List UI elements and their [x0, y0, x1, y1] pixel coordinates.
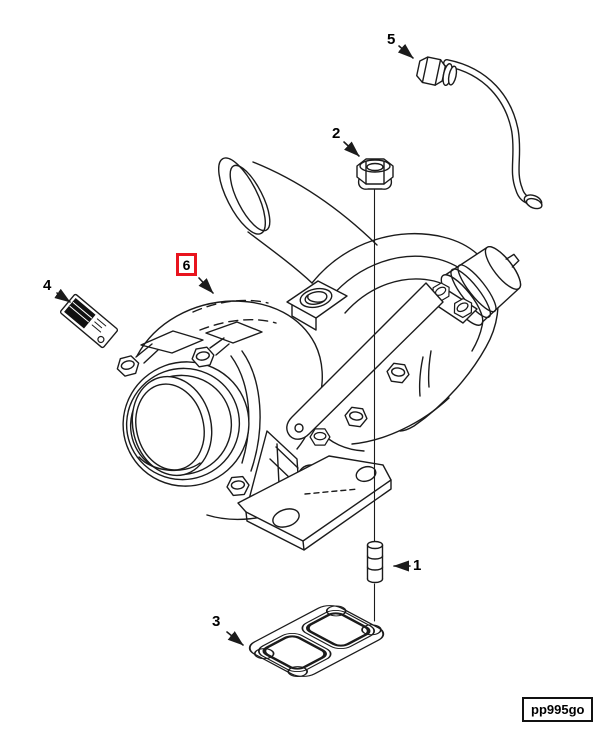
callout-3: 3 [212, 613, 221, 630]
oil-inlet-boss [286, 280, 348, 331]
hose-end-cap [523, 194, 543, 210]
hex-nut [356, 158, 394, 190]
actuator-arm [286, 282, 444, 446]
gasket [248, 605, 385, 677]
arrow-to-nut [343, 141, 360, 157]
callout-1: 1 [413, 557, 422, 574]
serial-tag [59, 293, 119, 349]
arrow-to-turbo [198, 277, 214, 294]
callout-6-highlight-box: 6 [176, 253, 197, 276]
mounting-flange [237, 455, 392, 551]
compressor-housing [136, 299, 323, 521]
arrow-to-gasket [226, 631, 244, 646]
wastegate-actuator [429, 246, 522, 326]
stud [366, 540, 384, 584]
figure-code-label: pp995go [522, 697, 594, 722]
compressor-inlet-flange [122, 361, 250, 487]
arrow-to-hose [397, 43, 414, 59]
oil-supply-hose [416, 56, 543, 210]
callout-2: 2 [332, 125, 341, 142]
callout-5: 5 [387, 31, 396, 48]
callout-arrows [54, 43, 414, 646]
arrow-to-tag [54, 288, 71, 303]
callout-4: 4 [43, 277, 52, 294]
turbine-outlet-pipe [218, 157, 378, 284]
